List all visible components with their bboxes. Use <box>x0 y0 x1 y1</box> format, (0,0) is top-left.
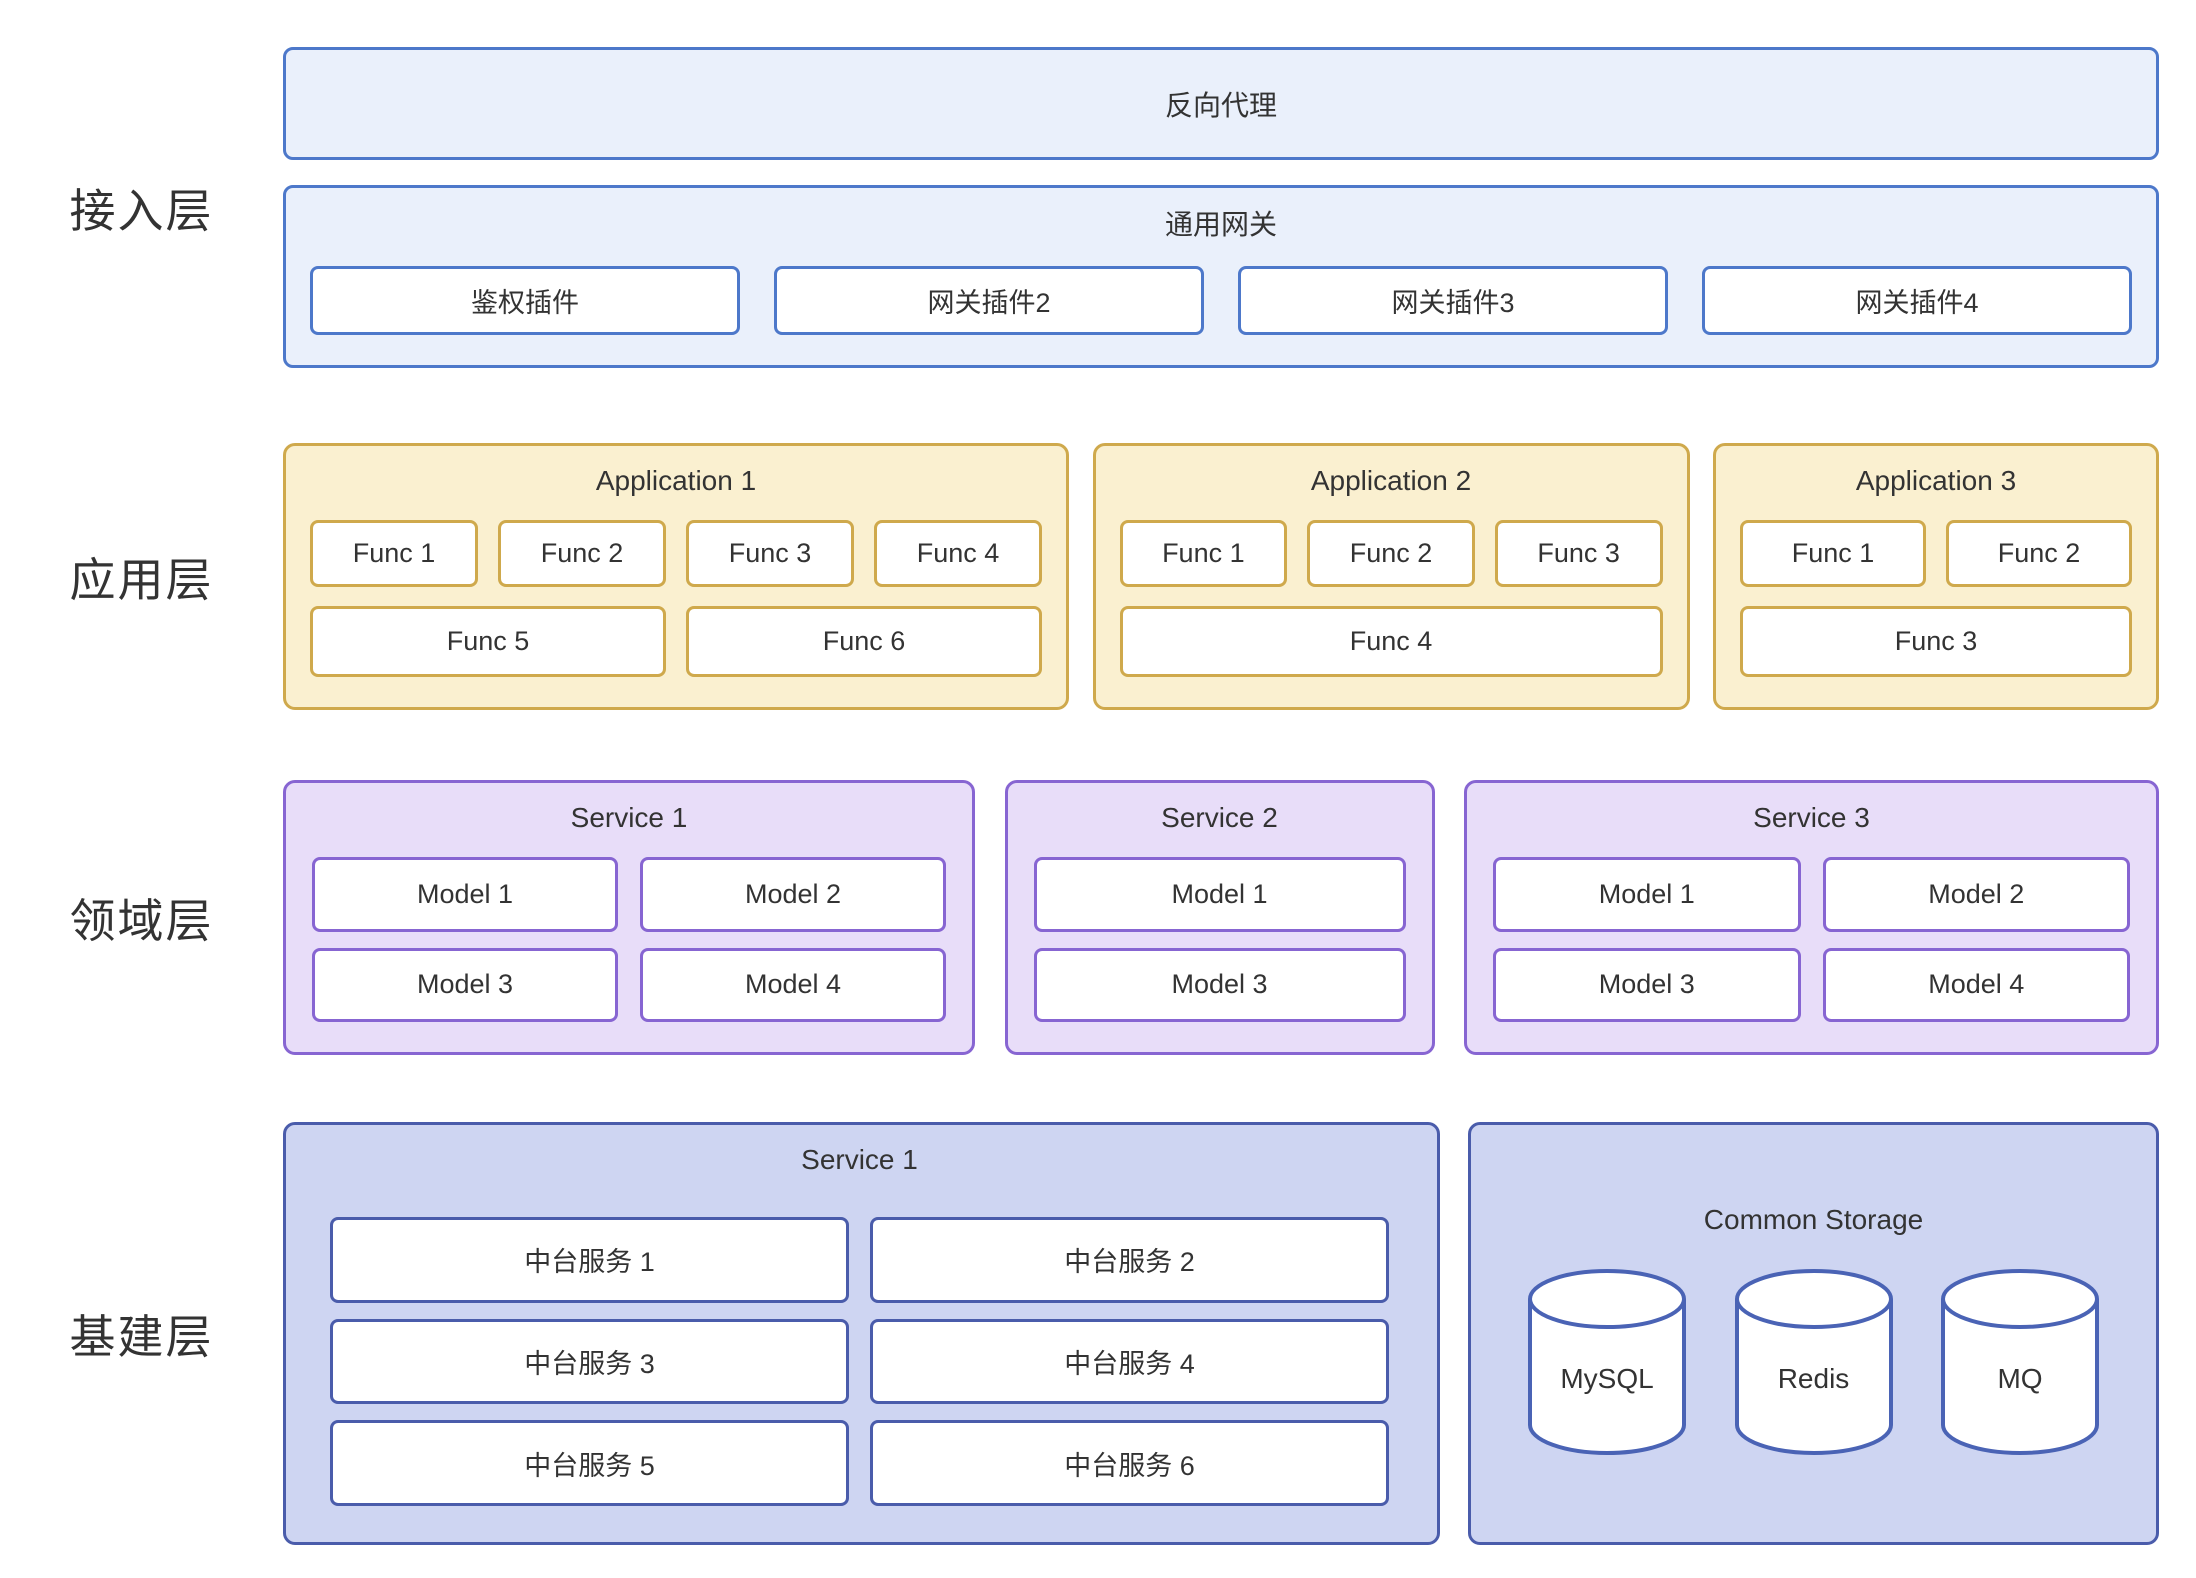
func-node: Func 3 <box>1740 606 2132 677</box>
model-node: Model 4 <box>1822 947 2130 1022</box>
domain-service-2-model-row-2: Model 3 <box>1033 947 1406 1022</box>
gateway-plugin-3: 网关插件3 <box>1238 266 1668 335</box>
infra-service-row-1: 中台服务 1 中台服务 2 <box>330 1217 1389 1303</box>
gateway-node: 通用网关 鉴权插件 网关插件2 网关插件3 网关插件4 <box>283 185 2159 368</box>
application-1-func-row-2: Func 5 Func 6 <box>310 606 1042 677</box>
infra-service-row-3: 中台服务 5 中台服务 6 <box>330 1420 1389 1507</box>
domain-service-2-model-row-1: Model 1 <box>1033 857 1406 932</box>
application-layer-label-col: 应用层 <box>0 443 283 710</box>
middle-platform-service-node: 中台服务 5 <box>330 1420 849 1507</box>
common-storage-node: Common Storage MySQL <box>1468 1122 2159 1545</box>
reverse-proxy-label: 反向代理 <box>1164 89 1277 121</box>
model-node: Model 1 <box>312 857 618 932</box>
model-node: Model 3 <box>312 947 618 1022</box>
application-3-title: Application 3 <box>1855 465 2017 496</box>
database-cylinder-mysql: MySQL <box>1527 1267 1687 1457</box>
middle-platform-service-node: 中台服务 1 <box>330 1217 849 1303</box>
model-node: Model 3 <box>1033 947 1406 1022</box>
application-3-node: Application 3 Func 1 Func 2 Func 3 <box>1713 443 2159 710</box>
storage-cylinder-row: MySQL Redis MQ <box>1527 1267 2100 1457</box>
gateway-plugin-4: 网关插件4 <box>1702 266 2132 335</box>
func-node: Func 3 <box>1494 520 1663 588</box>
application-3-func-row-2: Func 3 <box>1740 606 2132 677</box>
gateway-plugin-auth: 鉴权插件 <box>310 266 740 335</box>
application-2-node: Application 2 Func 1 Func 2 Func 3 Func … <box>1092 443 1690 710</box>
domain-service-3-model-row-1: Model 1 Model 2 <box>1493 857 2130 932</box>
model-node: Model 4 <box>640 947 946 1022</box>
model-node: Model 3 <box>1493 947 1801 1022</box>
func-node: Func 2 <box>1307 520 1475 588</box>
func-node: Func 2 <box>1946 520 2132 588</box>
database-label: MySQL <box>1560 1363 1654 1394</box>
gateway-plugin-row: 鉴权插件 网关插件2 网关插件3 网关插件4 <box>310 266 2132 335</box>
infra-service-1-node: Service 1 中台服务 1 中台服务 2 中台服务 3 中台服务 4 中台… <box>283 1122 1440 1545</box>
infrastructure-layer-content: Service 1 中台服务 1 中台服务 2 中台服务 3 中台服务 4 中台… <box>283 1122 2159 1545</box>
model-node: Model 1 <box>1033 857 1406 932</box>
middle-platform-service-node: 中台服务 2 <box>870 1217 1389 1303</box>
application-3-func-row-1: Func 1 Func 2 <box>1740 520 2132 588</box>
domain-service-1-model-row-1: Model 1 Model 2 <box>312 857 946 932</box>
infra-service-row-2: 中台服务 3 中台服务 4 <box>330 1318 1389 1405</box>
domain-service-2-node: Service 2 Model 1 Model 3 <box>1004 780 1435 1055</box>
middle-platform-service-node: 中台服务 4 <box>870 1318 1389 1405</box>
domain-layer-label-col: 领域层 <box>0 780 283 1055</box>
domain-layer-row: 领域层 Service 1 Model 1 Model 2 Model 3 Mo… <box>0 780 2196 1055</box>
model-node: Model 2 <box>640 857 946 932</box>
infra-service-1-title: Service 1 <box>801 1144 918 1175</box>
access-layer-label: 接入层 <box>69 184 214 237</box>
application-layer-content: Application 1 Func 1 Func 2 Func 3 Func … <box>283 443 2159 710</box>
application-2-func-row-1: Func 1 Func 2 Func 3 <box>1119 520 1663 588</box>
domain-service-1-title: Service 1 <box>570 802 688 833</box>
database-label: Redis <box>1777 1363 1850 1394</box>
domain-layer-label: 领域层 <box>69 894 214 947</box>
domain-service-1-node: Service 1 Model 1 Model 2 Model 3 Model … <box>283 780 975 1055</box>
access-layer-content: 反向代理 通用网关 鉴权插件 网关插件2 网关插件3 网关插件4 <box>283 47 2159 368</box>
func-node: Func 5 <box>310 606 666 677</box>
application-2-title: Application 2 <box>1310 465 1472 496</box>
func-node: Func 6 <box>686 606 1042 677</box>
domain-service-3-node: Service 3 Model 1 Model 2 Model 3 Model … <box>1464 780 2159 1055</box>
access-layer-row: 接入层 反向代理 通用网关 鉴权插件 网关插件2 网关插件3 网关插件4 <box>0 47 2196 368</box>
func-node: Func 3 <box>686 520 854 588</box>
model-node: Model 2 <box>1822 857 2130 932</box>
database-cylinder-redis: Redis <box>1734 1267 1894 1457</box>
infrastructure-layer-label: 基建层 <box>69 1310 214 1363</box>
application-2-func-row-2: Func 4 <box>1119 606 1663 677</box>
func-node: Func 1 <box>310 520 478 588</box>
application-layer-row: 应用层 Application 1 Func 1 Func 2 Func 3 F… <box>0 443 2196 710</box>
gateway-plugin-2: 网关插件2 <box>774 266 1204 335</box>
gateway-title: 通用网关 <box>1164 209 1277 240</box>
domain-service-3-title: Service 3 <box>1753 802 1870 833</box>
func-node: Func 2 <box>498 520 666 588</box>
common-storage-title: Common Storage <box>1703 1204 1924 1235</box>
cylinder-icon <box>1528 1269 1686 1455</box>
application-layer-label: 应用层 <box>69 553 214 606</box>
access-layer-label-col: 接入层 <box>0 47 283 368</box>
cylinder-icon <box>1941 1269 2099 1455</box>
infrastructure-layer-row: 基建层 Service 1 中台服务 1 中台服务 2 中台服务 3 中台服务 … <box>0 1122 2196 1545</box>
domain-service-2-title: Service 2 <box>1161 802 1278 833</box>
database-label: MQ <box>1997 1363 2043 1394</box>
application-1-node: Application 1 Func 1 Func 2 Func 3 Func … <box>283 443 1069 710</box>
application-1-title: Application 1 <box>595 465 757 496</box>
database-cylinder-mq: MQ <box>1940 1267 2100 1457</box>
cylinder-icon <box>1734 1269 1893 1455</box>
model-node: Model 1 <box>1493 857 1801 932</box>
domain-service-1-model-row-2: Model 3 Model 4 <box>312 947 946 1022</box>
infrastructure-layer-label-col: 基建层 <box>0 1122 283 1545</box>
domain-layer-content: Service 1 Model 1 Model 2 Model 3 Model … <box>283 780 2159 1055</box>
func-node: Func 4 <box>874 520 1042 588</box>
func-node: Func 1 <box>1119 520 1288 588</box>
middle-platform-service-node: 中台服务 3 <box>330 1318 849 1405</box>
application-1-func-row-1: Func 1 Func 2 Func 3 Func 4 <box>310 520 1042 588</box>
middle-platform-service-node: 中台服务 6 <box>870 1420 1389 1507</box>
domain-service-3-model-row-2: Model 3 Model 4 <box>1493 947 2130 1022</box>
reverse-proxy-node: 反向代理 <box>283 47 2159 160</box>
func-node: Func 4 <box>1119 606 1663 677</box>
func-node: Func 1 <box>1740 520 1926 588</box>
